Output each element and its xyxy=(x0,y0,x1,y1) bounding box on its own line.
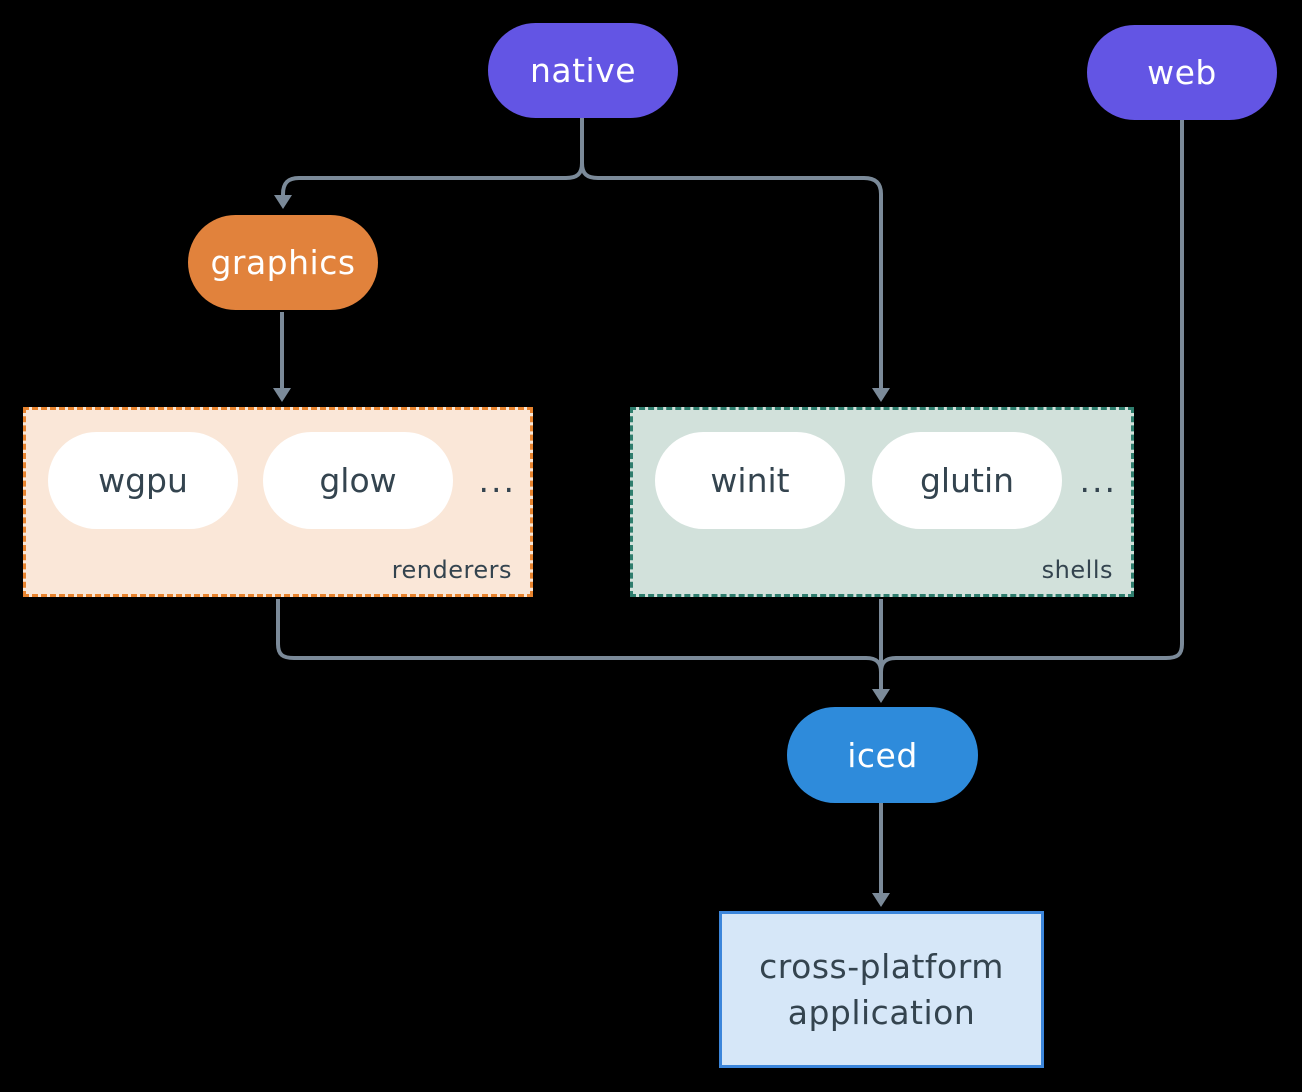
arrowhead-iced xyxy=(872,689,890,703)
arrowhead-renderers xyxy=(273,388,291,402)
arrowhead-app xyxy=(872,893,890,907)
group-shells: winit glutin ... shells xyxy=(630,407,1134,597)
group-label-shells: shells xyxy=(1041,556,1113,584)
edge-native-to-shells xyxy=(580,162,883,388)
group-renderers: wgpu glow ... renderers xyxy=(23,407,533,597)
app-box-line1: cross-platform xyxy=(759,946,1004,986)
pill-glutin: glutin xyxy=(872,432,1062,529)
edge-native-to-graphics xyxy=(281,162,584,197)
arrowhead-graphics xyxy=(274,195,292,209)
cross-platform-application-box: cross-platform application xyxy=(719,911,1044,1068)
group-label-renderers: renderers xyxy=(391,556,512,584)
node-web: web xyxy=(1087,25,1277,120)
ellipsis-shells: ... xyxy=(1079,461,1117,500)
arrowhead-shells xyxy=(872,388,890,402)
node-native: native xyxy=(488,23,678,118)
pill-wgpu: wgpu xyxy=(48,432,238,529)
ellipsis-renderers: ... xyxy=(478,461,516,500)
node-graphics: graphics xyxy=(188,215,378,310)
pill-glow: glow xyxy=(263,432,453,529)
node-iced: iced xyxy=(787,707,978,803)
pill-winit: winit xyxy=(655,432,845,529)
app-box-line2: application xyxy=(787,992,976,1032)
edge-renderers-to-iced xyxy=(276,599,883,673)
